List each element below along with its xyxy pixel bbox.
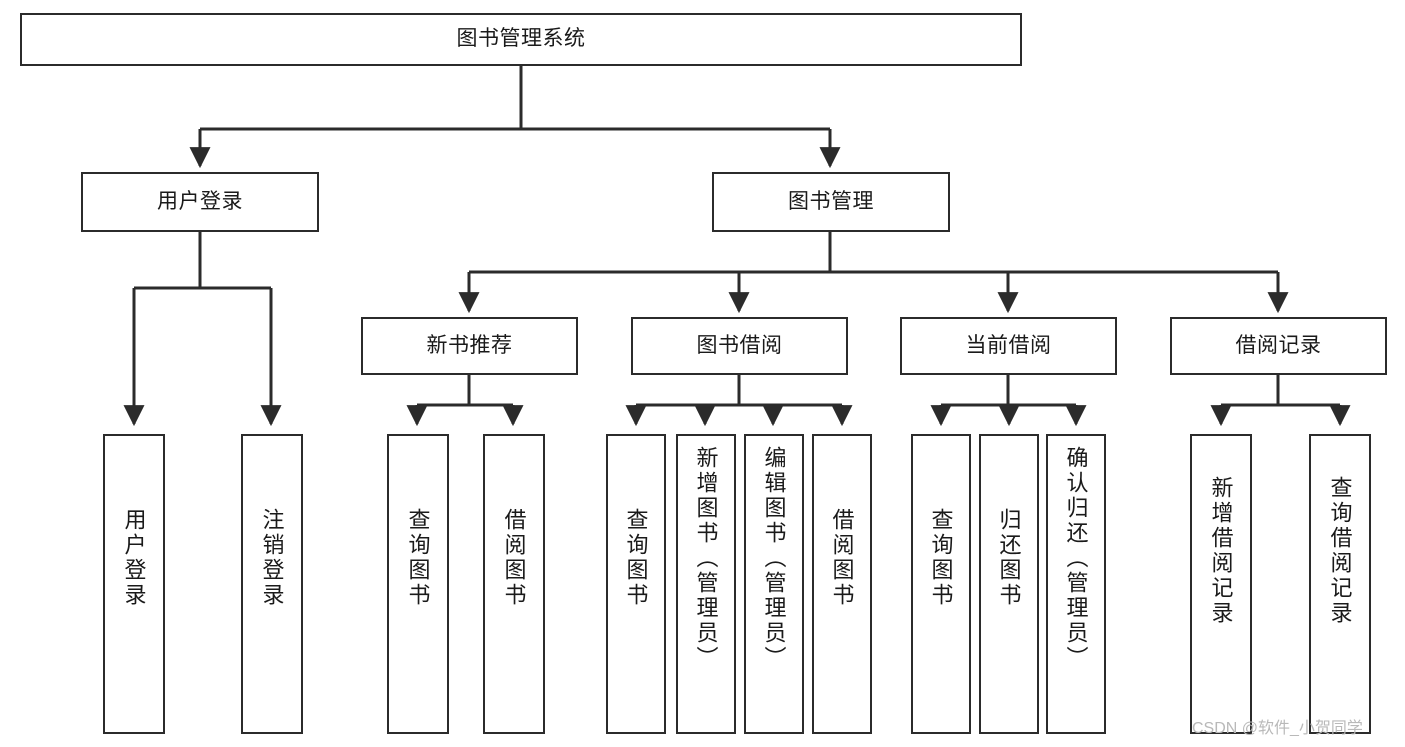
node-book-manage-label: 图书管理 [788, 189, 874, 213]
node-root[interactable]: 图书管理系统 [20, 13, 1022, 66]
node-leaf-edit-book-label: 编辑图书（管理员） [761, 446, 787, 671]
node-leaf-logout[interactable]: 注销登录 [241, 434, 303, 734]
node-leaf-borrow-book-2[interactable]: 借阅图书 [812, 434, 872, 734]
node-user-login[interactable]: 用户登录 [81, 172, 319, 232]
node-leaf-query-book-1-label: 查询图书 [405, 508, 431, 608]
node-leaf-query-book-1[interactable]: 查询图书 [387, 434, 449, 734]
node-new-book-rec-label: 新书推荐 [426, 333, 513, 357]
node-leaf-query-record[interactable]: 查询借阅记录 [1309, 434, 1371, 734]
node-leaf-borrow-book-1-label: 借阅图书 [501, 508, 527, 608]
node-leaf-confirm-return[interactable]: 确认归还（管理员） [1046, 434, 1106, 734]
node-leaf-query-book-3-label: 查询图书 [928, 508, 954, 608]
node-leaf-return-book-label: 归还图书 [996, 508, 1022, 608]
node-borrow-record[interactable]: 借阅记录 [1170, 317, 1387, 375]
node-leaf-return-book[interactable]: 归还图书 [979, 434, 1039, 734]
node-leaf-add-record[interactable]: 新增借阅记录 [1190, 434, 1252, 734]
node-book-borrow[interactable]: 图书借阅 [631, 317, 848, 375]
node-book-manage[interactable]: 图书管理 [712, 172, 950, 232]
node-new-book-rec[interactable]: 新书推荐 [361, 317, 578, 375]
node-leaf-edit-book[interactable]: 编辑图书（管理员） [744, 434, 804, 734]
node-leaf-query-book-3[interactable]: 查询图书 [911, 434, 971, 734]
node-book-borrow-label: 图书借阅 [696, 333, 783, 357]
node-leaf-borrow-book-1[interactable]: 借阅图书 [483, 434, 545, 734]
node-leaf-add-record-label: 新增借阅记录 [1208, 476, 1234, 626]
node-leaf-logout-label: 注销登录 [259, 508, 285, 608]
node-leaf-query-book-2-label: 查询图书 [623, 508, 649, 608]
node-leaf-confirm-return-label: 确认归还（管理员） [1063, 446, 1089, 671]
node-leaf-query-record-label: 查询借阅记录 [1327, 476, 1353, 626]
node-current-borrow[interactable]: 当前借阅 [900, 317, 1117, 375]
node-user-login-label: 用户登录 [157, 189, 243, 213]
node-root-label: 图书管理系统 [456, 27, 586, 51]
node-leaf-user-login-label: 用户登录 [121, 508, 147, 608]
node-leaf-borrow-book-2-label: 借阅图书 [829, 508, 855, 608]
node-leaf-add-book[interactable]: 新增图书（管理员） [676, 434, 736, 734]
watermark-text: CSDN @软件_小贺同学 [1192, 720, 1363, 737]
node-current-borrow-label: 当前借阅 [965, 333, 1052, 357]
node-leaf-add-book-label: 新增图书（管理员） [693, 446, 719, 671]
node-borrow-record-label: 借阅记录 [1235, 333, 1322, 357]
node-leaf-user-login[interactable]: 用户登录 [103, 434, 165, 734]
node-leaf-query-book-2[interactable]: 查询图书 [606, 434, 666, 734]
